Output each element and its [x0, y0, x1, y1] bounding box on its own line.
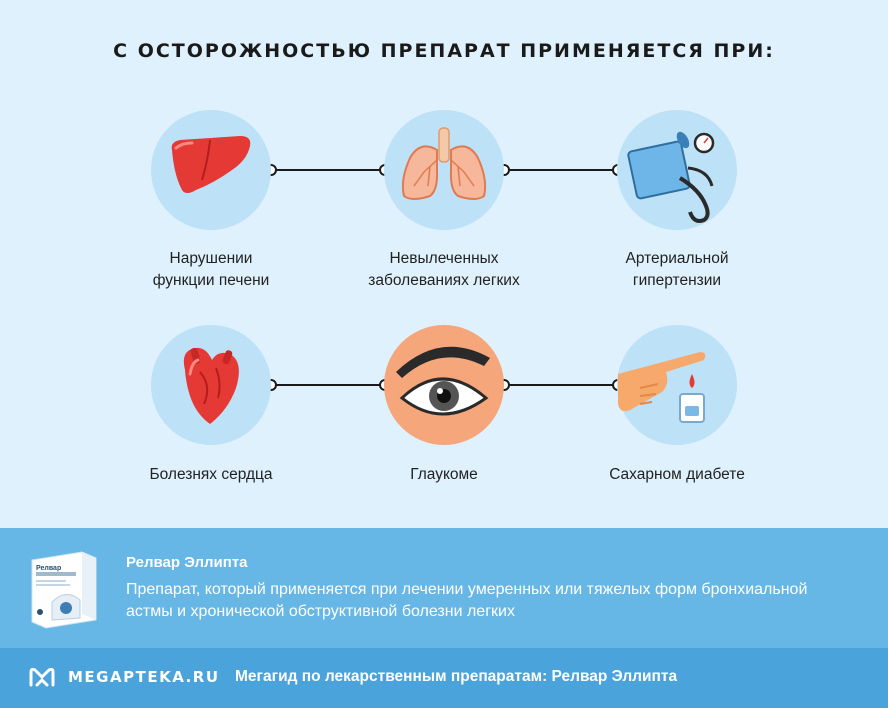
pack-label: Релвар: [36, 565, 61, 572]
label-lungs-line1: Невылеченных: [389, 250, 499, 267]
label-eye: Глаукоме: [410, 466, 478, 483]
product-description: Препарат, который применяется при лечени…: [126, 581, 808, 620]
heart-icon: [183, 347, 239, 424]
footer-bar: [0, 648, 888, 708]
label-pressure-line2: гипертензии: [632, 272, 722, 289]
page-title: С ОСТОРОЖНОСТЬЮ ПРЕПАРАТ ПРИМЕНЯЕТСЯ ПРИ…: [113, 40, 775, 62]
brand-name[interactable]: MEGAPTEKA.RU: [68, 668, 220, 686]
product-name: Релвар Эллипта: [126, 554, 248, 571]
label-lungs-line2: заболеваниях легких: [368, 272, 520, 289]
label-liver-line2: функции печени: [152, 272, 270, 289]
footer-guide-text: Мегагид по лекарственным препаратам: Рел…: [235, 668, 678, 685]
lungs-circle: [384, 110, 504, 230]
eye-icon: [396, 346, 490, 416]
blood-pressure-monitor-icon: [627, 131, 715, 223]
label-pressure: Артериальной гипертензии: [557, 248, 797, 292]
label-lungs: Невылеченных заболеваниях легких: [324, 248, 564, 292]
label-liver: Нарушении функции печени: [91, 248, 331, 292]
product-pack-image: Релвар: [31, 551, 97, 629]
liver-icon: [171, 136, 251, 193]
label-heart: Болезнях сердца: [149, 466, 273, 483]
label-liver-line1: Нарушении: [169, 250, 253, 267]
megapteka-logo-icon: [29, 667, 55, 687]
conditions-diagram: [151, 110, 737, 445]
label-pressure-line1: Артериальной: [625, 250, 729, 267]
lungs-icon: [401, 127, 487, 200]
diabetes-circle: [617, 325, 737, 445]
glucose-test-icon: [618, 352, 706, 423]
product-band: [0, 528, 888, 648]
label-diabetes: Сахарном диабете: [609, 466, 745, 483]
